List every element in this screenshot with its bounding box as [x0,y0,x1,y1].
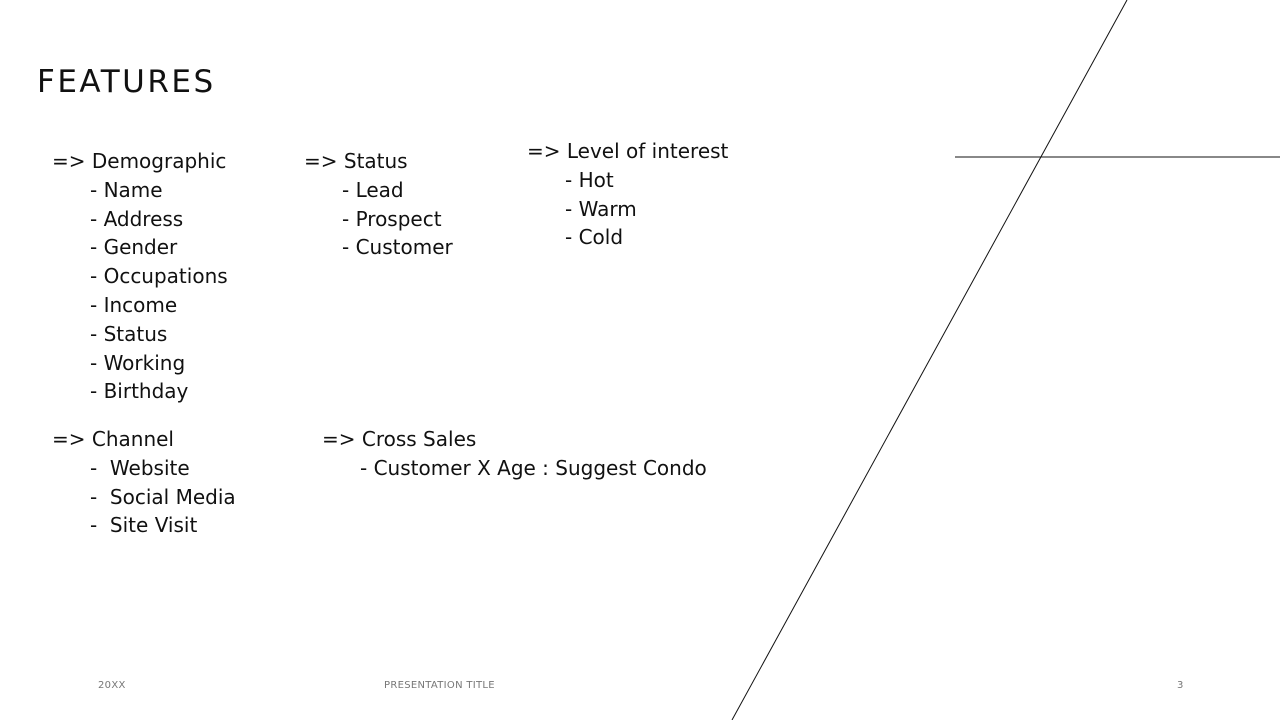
list-item: - Customer [342,235,453,260]
list-item: - Occupations [90,264,228,289]
list-item: - Status [90,321,168,346]
list-item: - Lead [342,177,404,202]
list-item: - Working [90,350,186,375]
list-item: - Website [90,455,190,480]
footer-page-number: 3 [1177,680,1184,691]
level-of-interest-list: - Hot - Warm - Cold [527,166,728,252]
cross-sales-heading: => Cross Sales [322,427,477,451]
status-list: - Lead - Prospect - Customer [304,176,453,262]
diagonal-line [731,0,1128,720]
list-item: - Gender [90,235,178,260]
demographic-group: => Demographic - Name - Address - Gender… [52,147,228,406]
level-of-interest-heading: => Level of interest [527,139,729,163]
list-item: - Customer X Age : Suggest Condo [360,455,707,480]
footer-presentation-title: PRESENTATION TITLE [384,680,495,691]
list-item: - Birthday [90,379,189,404]
demographic-list: - Name - Address - Gender - Occupations … [52,176,228,406]
list-item: - Cold [565,225,624,250]
status-heading: => Status [304,149,408,173]
list-item: - Site Visit [90,513,198,538]
channel-list: - Website - Social Media - Site Visit [52,454,236,540]
list-item: - Income [90,292,178,317]
demographic-heading: => Demographic [52,149,227,173]
list-item: - Hot [565,167,614,192]
list-item: - Address [90,206,184,231]
footer-date: 20XX [98,680,126,691]
cross-sales-group: => Cross Sales - Customer X Age : Sugges… [322,425,707,483]
cross-sales-list: - Customer X Age : Suggest Condo [322,454,707,483]
list-item: - Warm [565,196,637,221]
status-group: => Status - Lead - Prospect - Customer [304,147,453,262]
list-item: - Social Media [90,484,236,509]
channel-group: => Channel - Website - Social Media - Si… [52,425,236,540]
slide-title: FEATURES [37,64,216,100]
level-of-interest-group: => Level of interest - Hot - Warm - Cold [527,137,728,252]
list-item: - Name [90,177,163,202]
channel-heading: => Channel [52,427,174,451]
list-item: - Prospect [342,206,442,231]
